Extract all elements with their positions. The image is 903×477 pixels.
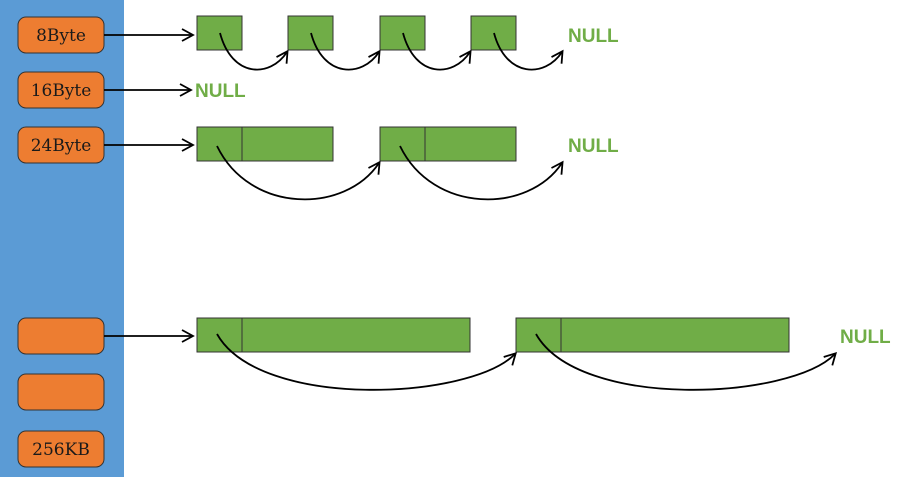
bucket-4	[17, 373, 105, 411]
null-8byte: NULL	[568, 26, 619, 47]
next-arrow-8byte-2	[310, 32, 381, 71]
next-arrow-24byte-1	[216, 145, 381, 201]
block-24byte-2-body	[424, 126, 517, 162]
null-24byte: NULL	[568, 136, 619, 157]
bucket-2: 24Byte	[17, 126, 105, 164]
next-arrow-8byte-3	[402, 32, 472, 71]
bucket-0: 8Byte	[17, 16, 105, 54]
null-large: NULL	[840, 327, 891, 348]
bucket-label: 24Byte	[31, 136, 92, 156]
bucket-5: 256KB	[17, 430, 105, 468]
block-large-1-body	[241, 317, 471, 353]
next-arrow-large-1	[216, 333, 518, 391]
block-large-2-body	[560, 317, 790, 353]
block-8byte-4	[470, 15, 517, 51]
block-8byte-3	[379, 15, 426, 51]
null-16byte: NULL	[195, 81, 246, 102]
bucket-3	[17, 317, 105, 355]
bucket-box	[17, 317, 105, 355]
next-arrow-large-2	[535, 333, 838, 391]
next-arrow-8byte-4	[493, 32, 564, 71]
bucket-box	[17, 430, 105, 468]
bucket-label: 256KB	[32, 440, 90, 460]
next-arrow-24byte-2	[399, 145, 564, 201]
bucket-label: 8Byte	[36, 26, 86, 46]
block-large-1-header	[196, 317, 243, 353]
bucket-box	[17, 373, 105, 411]
block-8byte-1	[196, 15, 243, 51]
block-24byte-1-body	[241, 126, 334, 162]
block-large-2-header	[515, 317, 562, 353]
block-24byte-2-header	[379, 126, 426, 162]
next-arrow-8byte-1	[219, 32, 289, 71]
bucket-1: 16Byte	[17, 71, 105, 109]
bucket-label: 16Byte	[31, 81, 92, 101]
block-24byte-1-header	[196, 126, 243, 162]
block-8byte-2	[287, 15, 334, 51]
